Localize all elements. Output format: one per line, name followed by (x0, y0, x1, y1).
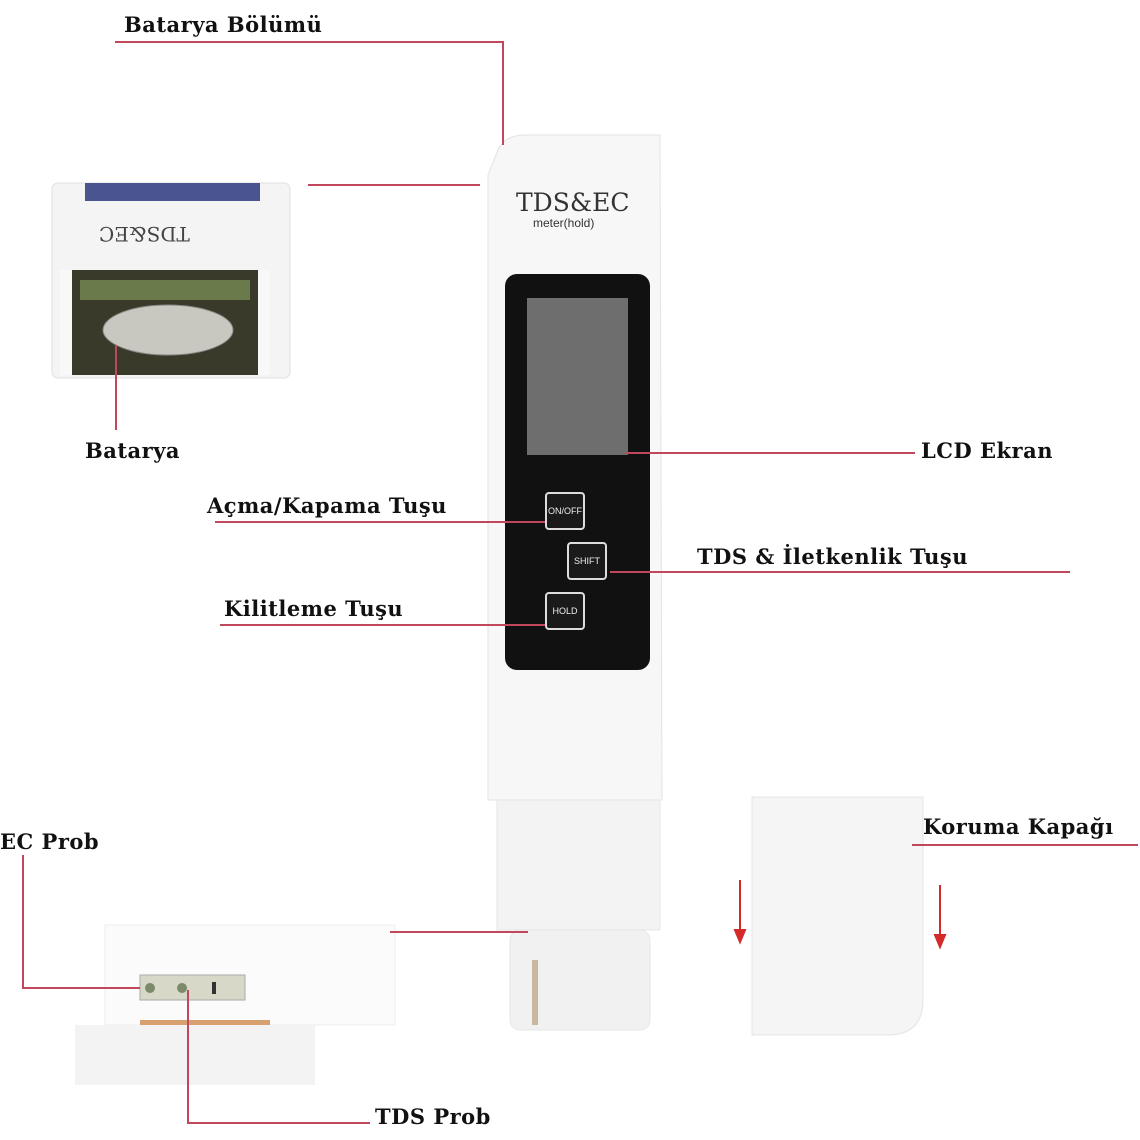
label-power-key: Açma/Kapama Tuşu (207, 493, 447, 518)
battery-image (51, 182, 291, 379)
battery-printed-brand: TDS&EC (99, 222, 190, 246)
label-cap: Koruma Kapağı (923, 814, 1114, 839)
device-subtitle: meter(hold) (533, 216, 595, 230)
device-brand: TDS&EC (516, 188, 630, 217)
label-ec-probe: EC Prob (0, 829, 100, 854)
down-arrows (733, 880, 947, 950)
label-tds-probe: TDS Prob (375, 1104, 491, 1129)
label-battery: Batarya (85, 438, 181, 463)
label-lock-key: Kilitleme Tuşu (224, 596, 404, 621)
probe-image (75, 924, 396, 1085)
label-lcd: LCD Ekran (921, 438, 1053, 463)
leader-lines (22, 41, 1138, 1124)
meter-body (487, 134, 663, 1031)
label-tds-ec-key: TDS & İletkenlik Tuşu (697, 544, 969, 569)
shift-button[interactable]: SHIFT (567, 542, 607, 580)
hold-button[interactable]: HOLD (545, 592, 585, 630)
on-off-button[interactable]: ON/OFF (545, 492, 585, 530)
label-battery-compartment: Batarya Bölümü (124, 12, 323, 37)
protective-cap (751, 796, 924, 1036)
